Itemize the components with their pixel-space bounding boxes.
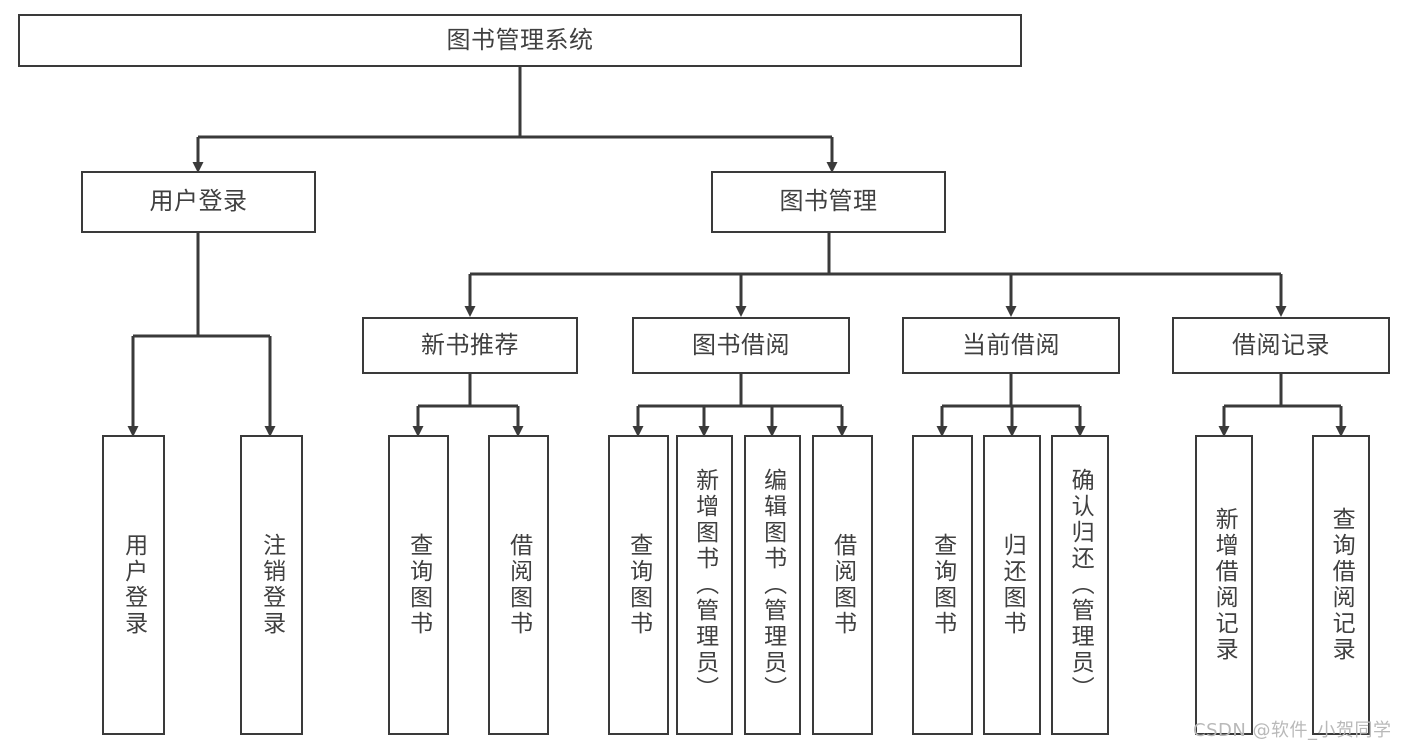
leaf-logout-login-label: 注销登录 [258,533,285,637]
leaf-query-book-2-label: 查询图书 [625,533,652,637]
leaf-query-book-3-label: 查询图书 [929,533,956,637]
leaf-return-book-label: 归还图书 [999,533,1026,637]
node-book-borrow-label: 图书借阅 [692,330,790,359]
leaf-add-book[interactable]: 新增图书（管理员） [676,435,733,735]
leaf-borrow-book-1-label: 借阅图书 [505,533,532,637]
leaf-add-record[interactable]: 新增借阅记录 [1195,435,1253,735]
leaf-edit-book-label: 编辑图书（管理员） [759,468,786,702]
leaf-user-login[interactable]: 用户登录 [102,435,165,735]
node-user-login[interactable]: 用户登录 [81,171,316,233]
node-book-manage[interactable]: 图书管理 [711,171,946,233]
node-user-login-label: 用户登录 [149,187,248,216]
node-root[interactable]: 图书管理系统 [18,14,1022,67]
node-book-borrow[interactable]: 图书借阅 [632,317,850,374]
leaf-borrow-book-1[interactable]: 借阅图书 [488,435,549,735]
leaf-confirm-return[interactable]: 确认归还（管理员） [1051,435,1109,735]
node-book-manage-label: 图书管理 [779,187,878,216]
leaf-query-record-label: 查询借阅记录 [1328,507,1355,663]
leaf-add-record-label: 新增借阅记录 [1211,507,1238,663]
node-current-borrow[interactable]: 当前借阅 [902,317,1120,374]
leaf-query-book-3[interactable]: 查询图书 [912,435,973,735]
node-root-label: 图书管理系统 [446,25,594,54]
watermark: CSDN @软件_小贺同学 [1193,720,1392,741]
leaf-query-book-1-label: 查询图书 [405,533,432,637]
leaf-add-book-label: 新增图书（管理员） [691,468,718,702]
leaf-query-book-2[interactable]: 查询图书 [608,435,669,735]
leaf-user-login-label: 用户登录 [120,533,147,637]
node-new-book-recommend-label: 新书推荐 [421,330,519,359]
leaf-borrow-book-2-label: 借阅图书 [829,533,856,637]
leaf-borrow-book-2[interactable]: 借阅图书 [812,435,873,735]
leaf-logout-login[interactable]: 注销登录 [240,435,303,735]
leaf-query-book-1[interactable]: 查询图书 [388,435,449,735]
leaf-confirm-return-label: 确认归还（管理员） [1067,468,1094,702]
node-new-book-recommend[interactable]: 新书推荐 [362,317,578,374]
node-current-borrow-label: 当前借阅 [962,330,1060,359]
leaf-return-book[interactable]: 归还图书 [983,435,1041,735]
node-borrow-record[interactable]: 借阅记录 [1172,317,1390,374]
leaf-query-record[interactable]: 查询借阅记录 [1312,435,1370,735]
leaf-edit-book[interactable]: 编辑图书（管理员） [744,435,801,735]
node-borrow-record-label: 借阅记录 [1232,330,1330,359]
